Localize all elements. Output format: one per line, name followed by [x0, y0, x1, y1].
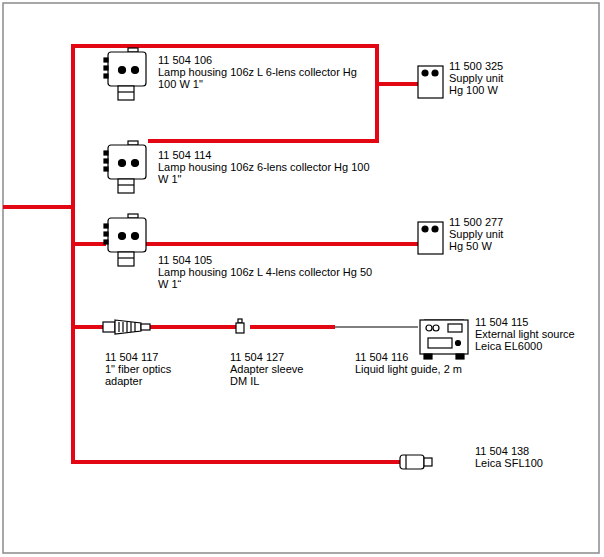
lamp-symbol	[100, 214, 150, 269]
lamp-symbol	[100, 48, 150, 103]
part-number: 11 504 115	[475, 316, 593, 328]
fiber-adapter: 11 504 1171" fiber optics adapter	[103, 319, 190, 387]
part-number: 11 500 277	[449, 216, 515, 228]
part-label: Leica SFL100	[475, 457, 543, 469]
part-number: 11 504 105	[158, 254, 373, 266]
supply-symbol	[418, 222, 443, 254]
microscope-trunk	[3, 44, 401, 464]
text-block: 11 504 115External light source Leica EL…	[475, 316, 593, 352]
text-block: 11 504 1171" fiber optics adapter	[105, 351, 190, 387]
light-source: 11 504 115External light source Leica EL…	[418, 314, 593, 360]
text-block: 11 504 127Adapter sleeve DM IL	[230, 351, 310, 387]
text-block: 11 504 106Lamp housing 106z L 6-lens col…	[158, 54, 373, 90]
sfl-symbol	[400, 453, 432, 471]
text-block: 11 504 105Lamp housing 106z L 4-lens col…	[158, 254, 373, 290]
part-number: 11 504 116	[355, 351, 408, 363]
lamp-housing: 11 504 114Lamp housing 106z 6-lens colle…	[100, 141, 373, 196]
part-label: Lamp housing 106z 6-lens collector Hg 10…	[158, 161, 373, 185]
adapter-sleeve: 11 504 127Adapter sleeve DM IL	[230, 319, 310, 387]
part-number: 11 504 117	[105, 351, 190, 363]
part-label: Liquid light guide, 2 m	[355, 363, 462, 375]
part-label: 1" fiber optics adapter	[105, 363, 190, 387]
part-number: 11 504 106	[158, 54, 373, 66]
frame	[3, 3, 599, 553]
light-source: 11 504 138Leica SFL100	[400, 445, 543, 471]
lamp-housing: 11 504 106Lamp housing 106z L 6-lens col…	[100, 48, 373, 103]
fiber-symbol	[103, 319, 150, 335]
part-label: Lamp housing 106z L 4-lens collector Hg …	[158, 266, 373, 290]
part-label: Lamp housing 106z L 6-lens collector Hg …	[158, 66, 373, 90]
part-label: Supply unit Hg 100 W	[449, 72, 515, 96]
part-number: 11 500 325	[449, 60, 515, 72]
lamp-symbol	[100, 141, 150, 196]
part-label: External light source Leica EL6000	[475, 328, 593, 352]
text-block: 11 504 138Leica SFL100	[475, 445, 543, 469]
part-number: 11 504 138	[475, 445, 543, 457]
part-number: 11 504 127	[230, 351, 310, 363]
sleeve-symbol	[236, 319, 250, 335]
el-symbol	[418, 314, 470, 360]
part-number: 11 504 114	[158, 149, 373, 161]
light-guide	[250, 326, 418, 327]
supply-symbol	[418, 66, 443, 98]
lamp-housing: 11 504 105Lamp housing 106z L 4-lens col…	[100, 214, 373, 290]
power-cable	[150, 325, 236, 329]
part-label: Adapter sleeve DM IL	[230, 363, 310, 387]
text-block: 11 500 277Supply unit Hg 50 W	[449, 216, 515, 252]
text-block: 11 504 114Lamp housing 106z 6-lens colle…	[158, 149, 373, 185]
light-guide-sheath	[250, 325, 335, 329]
text-block: 11 500 325Supply unit Hg 100 W	[449, 60, 515, 96]
part-label: Supply unit Hg 50 W	[449, 228, 515, 252]
supply-unit: 11 500 277Supply unit Hg 50 W	[418, 216, 515, 254]
supply-unit: 11 500 325Supply unit Hg 100 W	[418, 60, 515, 98]
power-cable	[148, 84, 418, 141]
power-cable	[146, 242, 418, 246]
